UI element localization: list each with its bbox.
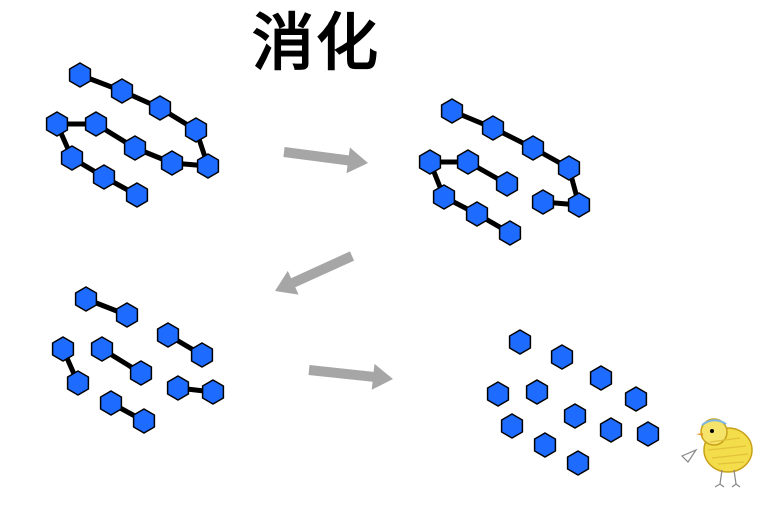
hexagon-icon (132, 408, 156, 434)
chick-eye (710, 429, 714, 433)
hexagon-icon (636, 421, 660, 447)
hexagon-icon (66, 370, 90, 396)
hexagon-icon (589, 365, 613, 391)
hexagon-icon (60, 145, 84, 171)
chick-beak (696, 433, 703, 436)
hexagon-icon (196, 153, 220, 179)
hexagon-icon (521, 135, 545, 161)
chick-head (700, 418, 728, 446)
chick-band (701, 419, 727, 426)
hexagon-icon (156, 322, 180, 348)
hexagon-icon (184, 117, 208, 143)
chick-scribble (707, 437, 749, 465)
arrow-icon (308, 363, 393, 390)
hexagon-icon (51, 336, 75, 362)
hexagon-icon (45, 111, 69, 137)
hexagon-icon (531, 189, 555, 215)
hexagon-icon (115, 302, 139, 328)
hexagons-layer (45, 62, 660, 476)
hexagon-icon (567, 192, 591, 218)
hexagon-icon (456, 149, 480, 175)
hexagon-icon (566, 450, 590, 476)
hexagon-icon (201, 379, 225, 405)
chick-wing (680, 448, 698, 463)
hexagon-icon (486, 381, 510, 407)
hexagon-icon (533, 432, 557, 458)
chick-leg-right (731, 469, 741, 488)
page-title: 消化 (252, 6, 381, 79)
hexagon-icon (90, 336, 114, 362)
hexagon-icon (160, 150, 184, 176)
hexagon-icon (624, 386, 648, 412)
hexagon-icon (190, 342, 214, 368)
chick-icon (680, 418, 753, 488)
hexagon-icon (550, 344, 574, 370)
hexagon-icon (92, 164, 116, 190)
hexagon-icon (465, 201, 489, 227)
hexagon-icon (498, 220, 522, 246)
hexagon-icon (495, 171, 519, 197)
arrows-layer (275, 147, 393, 390)
hexagon-icon (418, 149, 442, 175)
hexagon-icon (129, 360, 153, 386)
hexagon-icon (148, 95, 172, 121)
hexagon-icon (125, 182, 149, 208)
hexagon-icon (84, 111, 108, 137)
hexagon-icon (123, 135, 147, 161)
hexagon-icon (557, 155, 581, 181)
hexagon-icon (166, 375, 190, 401)
hexagon-icon (432, 184, 456, 210)
hexagon-icon (525, 379, 549, 405)
hexagon-icon (68, 62, 92, 88)
hexagon-icon (99, 390, 123, 416)
arrow-icon (283, 147, 368, 174)
hexagon-icon (440, 98, 464, 124)
hexagon-icon (508, 329, 532, 355)
hexagon-icon (563, 403, 587, 429)
hexagon-icon (74, 286, 98, 312)
hexagon-icon (110, 78, 134, 104)
hexagon-icon (481, 115, 505, 141)
hexagon-icon (599, 417, 623, 443)
hexagon-icon (500, 413, 524, 439)
chick-leg-left (714, 469, 725, 488)
arrow-icon (275, 251, 355, 295)
